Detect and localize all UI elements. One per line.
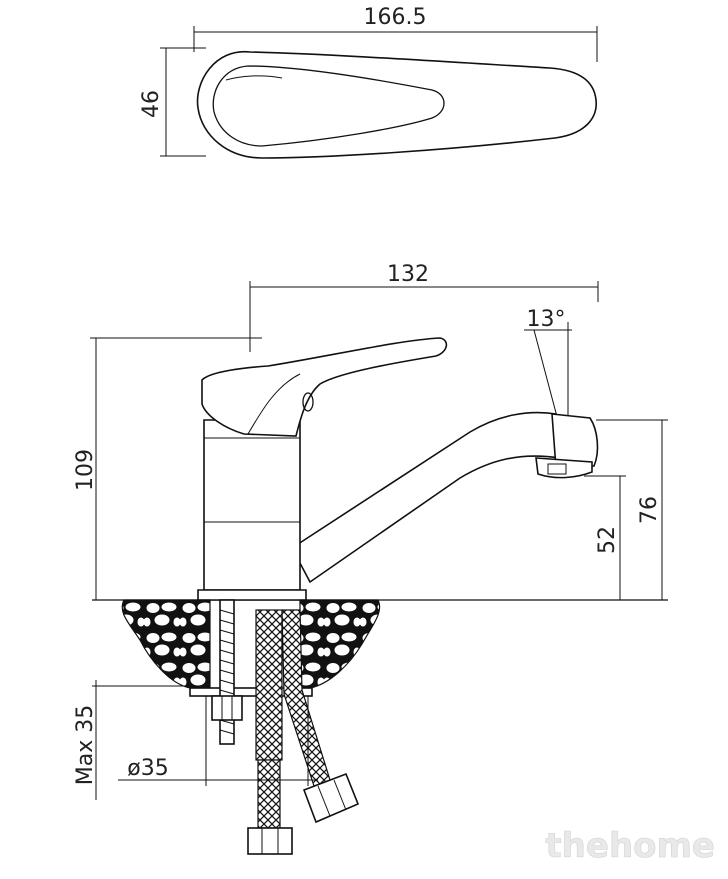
- angle-line-1: [533, 329, 561, 429]
- handle-width-label: 46: [139, 90, 164, 118]
- spout: [290, 411, 561, 584]
- handle-length-label: 166.5: [364, 5, 427, 30]
- spout-tip: [551, 413, 599, 469]
- watermark-logo: thehome: [545, 826, 715, 866]
- hose-fitting-right: [302, 772, 360, 824]
- braided-hose-left: [255, 609, 283, 761]
- hose-fitting-left: [247, 827, 293, 855]
- max-thickness-label: Max 35: [73, 705, 98, 785]
- spout-angle-label: 13°: [527, 307, 566, 332]
- hole-diameter-label: ø35: [127, 756, 168, 781]
- aerator: [535, 457, 593, 479]
- countertop-stone: [121, 599, 211, 689]
- handle-side: [201, 337, 448, 437]
- aerator-top-height-label: 76: [637, 496, 662, 524]
- handle-top-outline: [196, 51, 597, 159]
- faucet-body: [203, 419, 301, 591]
- handle-top-view: 166.5 46: [139, 5, 598, 159]
- total-height-label: 109: [73, 449, 98, 491]
- nut: [211, 695, 243, 721]
- aerator-bottom-height-label: 52: [595, 526, 620, 554]
- spout-reach-label: 132: [387, 262, 429, 287]
- mounting-plate: [189, 687, 313, 697]
- handle-top-inner-lever: [212, 65, 445, 147]
- body-base-flange: [197, 589, 307, 601]
- countertop-stone-right: [299, 599, 381, 689]
- faucet-side-view: 132 13° 109 76 52: [73, 262, 668, 855]
